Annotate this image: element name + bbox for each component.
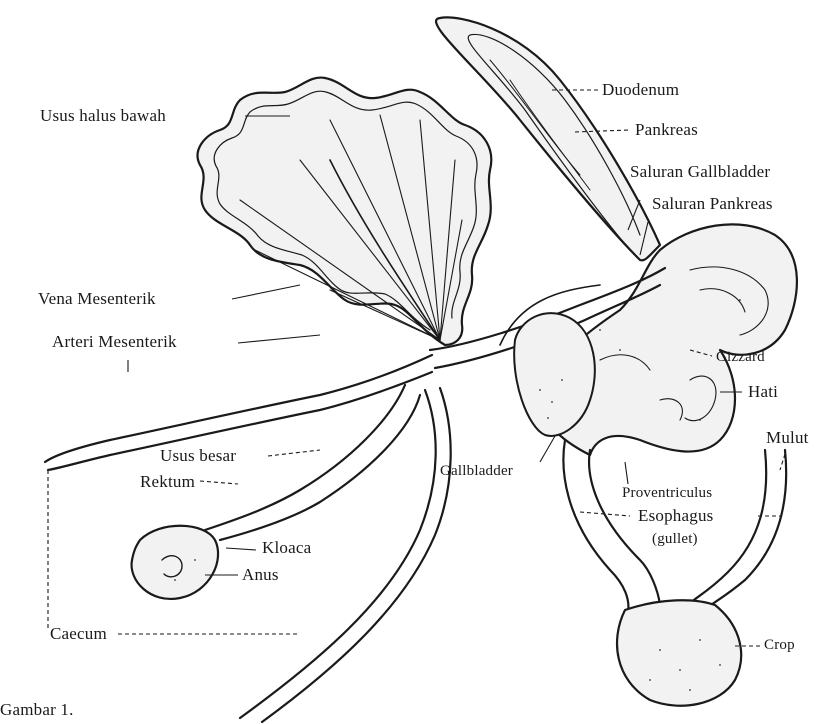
label-kloaca: Kloaca	[262, 538, 311, 558]
label-duodenum: Duodenum	[602, 80, 679, 100]
label-usus-besar: Usus besar	[160, 446, 236, 466]
label-rektum: Rektum	[140, 472, 195, 492]
label-mulut: Mulut	[766, 428, 809, 448]
label-gallbladder: Gallbladder	[440, 462, 513, 480]
label-vena-mesenterik: Vena Mesenterik	[38, 289, 156, 309]
label-pankreas: Pankreas	[635, 120, 698, 140]
label-caecum: Caecum	[50, 624, 107, 644]
label-saluran-gallbladder: Saluran Gallbladder	[630, 162, 770, 182]
label-crop: Crop	[764, 636, 795, 654]
small-intestine-loop	[198, 78, 492, 345]
label-usus-halus-bawah: Usus halus bawah	[40, 106, 166, 126]
label-gullet: (gullet)	[652, 530, 698, 548]
label-anus: Anus	[242, 565, 279, 585]
label-saluran-pankreas: Saluran Pankreas	[652, 194, 773, 214]
large-intestine-caeca	[45, 355, 451, 722]
label-hati: Hati	[748, 382, 778, 402]
label-proventriculus: Proventriculus	[622, 484, 712, 502]
esophagus-crop	[563, 440, 786, 706]
figure-caption: Gambar 1.	[0, 700, 74, 720]
label-arteri-mesenterik: Arteri Mesenterik	[52, 332, 177, 352]
label-gizzard: Gizzard	[716, 348, 765, 366]
label-esophagus: Esophagus	[638, 506, 713, 526]
